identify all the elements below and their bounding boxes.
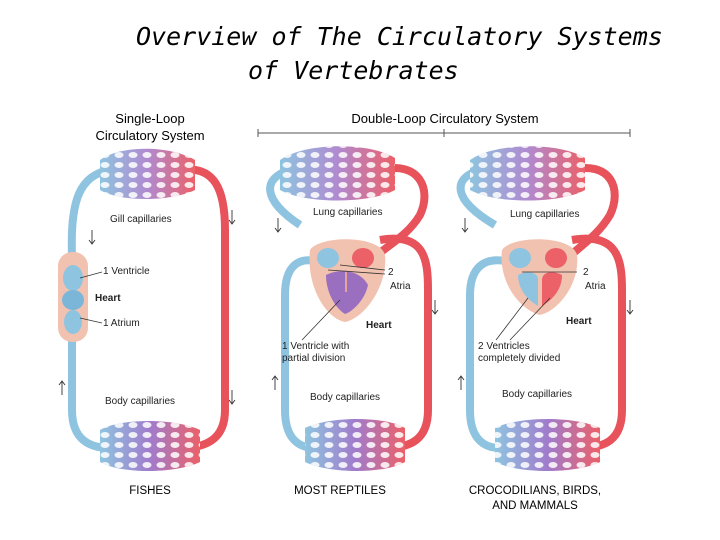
mammal-footer-line2: AND MAMMALS (492, 500, 578, 512)
mammal-footer-line1: CROCODILIANS, BIRDS, (468, 485, 602, 497)
title-line-2: of Vertebrates (248, 56, 459, 85)
mammal-atria-number: 2 (583, 267, 589, 278)
mammal-ventricles-label-2: completely divided (478, 353, 561, 364)
mammal-lung-capillaries-label: Lung capillaries (510, 209, 580, 220)
reptile-ventricle-label-2: partial division (282, 353, 346, 364)
mammal-heart-label: Heart (566, 316, 592, 327)
fish-heart (58, 252, 88, 342)
mammal-atria-label: Atria (585, 281, 606, 292)
reptile-footer: MOST REPTILES (294, 485, 386, 497)
mammal-footer: CROCODILIANS, BIRDS, AND MAMMALS (450, 484, 620, 514)
double-loop-bracket (257, 129, 631, 137)
reptile-ventricle-label-1: 1 Ventricle with (282, 341, 350, 352)
reptile-heart (309, 239, 386, 322)
single-loop-header-line2: Circulatory System (95, 128, 205, 143)
reptile-circuit (266, 146, 439, 471)
reptile-body-capillaries-label: Body capillaries (310, 392, 381, 403)
mammal-circuit (456, 146, 634, 471)
single-loop-header-line1: Single-Loop (115, 111, 185, 126)
fish-footer: FISHES (129, 485, 171, 497)
reptile-heart-label: Heart (366, 320, 392, 331)
reptile-atria-number: 2 (388, 267, 394, 278)
reptile-lung-capillaries-label: Lung capillaries (313, 207, 383, 218)
fish-gill-capillaries-label: Gill capillaries (110, 214, 172, 225)
fish-body-capillaries-label: Body capillaries (105, 396, 176, 407)
fish-atrium-label: 1 Atrium (103, 318, 140, 329)
single-loop-header: Single-Loop Circulatory System (70, 110, 230, 144)
title-line-1: Overview of The Circulatory Systems (136, 22, 663, 51)
fish-circuit (58, 148, 236, 471)
reptile-atria-label: Atria (390, 281, 411, 292)
fish-ventricle-label: 1 Ventricle (103, 266, 150, 277)
double-loop-header: Double-Loop Circulatory System (351, 111, 539, 126)
fish-heart-label: Heart (95, 293, 121, 304)
mammal-heart (501, 239, 578, 315)
mammal-ventricles-label-1: 2 Ventricles (478, 341, 530, 352)
mammal-body-capillaries-label: Body capillaries (502, 389, 573, 400)
